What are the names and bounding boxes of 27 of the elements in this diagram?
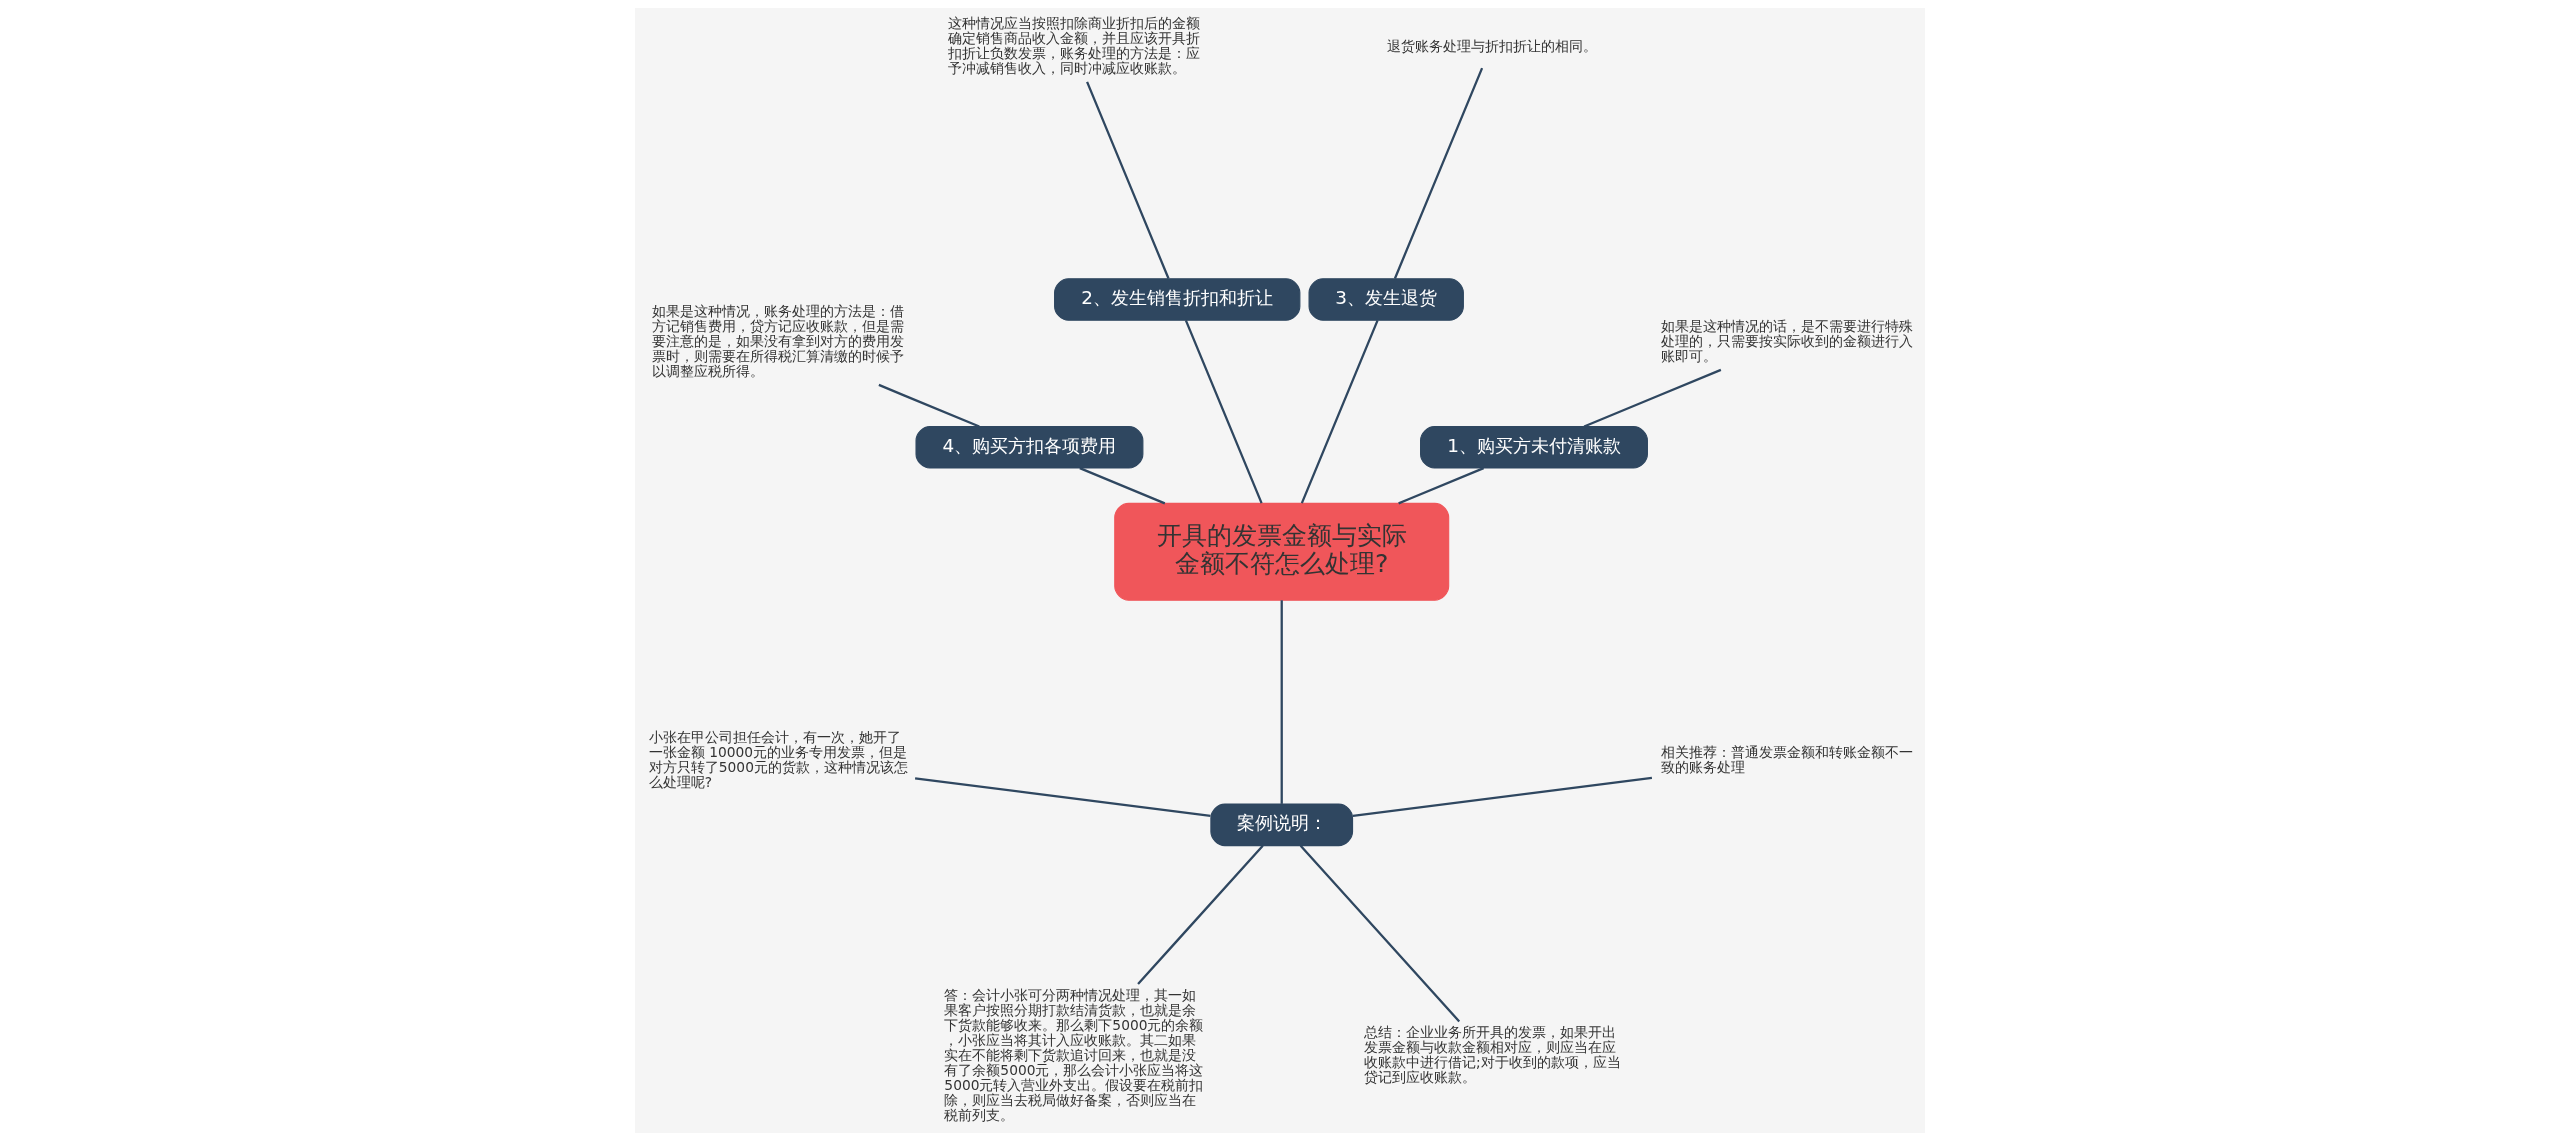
connector [1393,67,1484,279]
node-box: 1、购买方未付清账款 [1420,426,1648,469]
connector [1299,845,1461,1023]
node-text: 如果是这种情况的话，是不需要进行特殊处理的，只需要按实际收到的金额进行入账即可。 [1661,318,1914,365]
node-text: 退货账务处理与折扣折让的相同。 [1386,37,1597,54]
node-text: 小张在甲公司担任会计，有一次，她开了一张金额 10000元的业务专用发票，但是对方只转了5000元的货款，这种情况该怎么处理呢? [648,728,908,790]
connector [1280,600,1283,804]
connector [1300,319,1379,504]
node-text: 答：会计小张可分两种情况处理，其一如果客户按照分期打款结清货款，也就是余下货款能够收来。那么剩下5000元的余额，小张应当将其计入应收账款。其二如果实在不能将剩下货款追讨回来，也就是没有了余额5000元，那么会计小张应当将这5000元转入营业外支出。假设要在税前扣除，则应当去税局做好备案，否则应当在税前列支。 [944,987,1204,1123]
connector [1086,81,1170,279]
node-text: 总结：企业业务所开具的发票，如果开出发票金额与收款金额相对应，则应当在应收账款中进行借记;对于收到的款项，应当贷记到应收账款。 [1364,1024,1621,1086]
connector [1398,467,1485,505]
connector [1079,467,1166,505]
node-box: 3、发生退货 [1308,278,1464,321]
node-text: 这种情况应当按照扣除商业折扣后的金额确定销售商品收入金额，并且应该开具折扣折让负数发票，账务处理的方法是：应予冲减销售收入，同时冲减应收账款。 [947,15,1200,77]
connector [1184,320,1263,504]
node-text: 相关推荐：普通发票金额和转账金额不一致的账务处理 [1661,743,1914,775]
connector [1137,845,1264,985]
connector [914,777,1211,817]
node-text: 如果是这种情况，账务处理的方法是：借方记销售费用，贷方记应收账款，但是需要注意的是，如果没有拿到对方的费用发票时，则需要在所得税汇算清缴的时候予以调整应税所得。 [652,303,905,380]
node-box: 开具的发票金额与实际金额不符怎么处理? [1114,502,1450,601]
connector [878,383,980,428]
connector [1583,368,1722,428]
node-box: 4、购买方扣各项费用 [915,426,1144,469]
node-box: 案例说明： [1210,803,1354,847]
node-box: 2、发生销售折扣和折让 [1054,278,1301,321]
connector [1352,776,1653,817]
